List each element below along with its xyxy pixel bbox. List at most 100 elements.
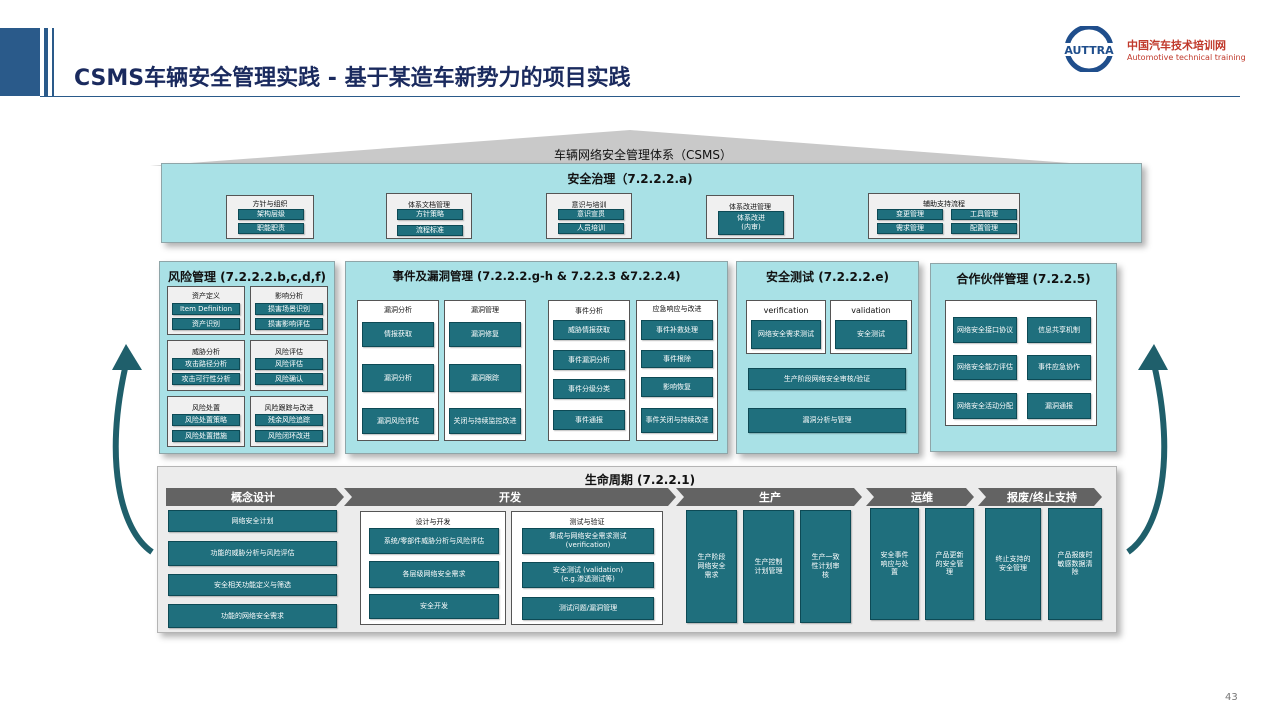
vuln-mgmt-item: 漏洞跟踪 bbox=[449, 364, 521, 392]
event-analysis-item: 事件漏洞分析 bbox=[553, 350, 625, 370]
event-analysis-item: 事件通报 bbox=[553, 410, 625, 430]
header-divider bbox=[40, 96, 1240, 97]
vuln-mgmt-item: 关闭与持续监控改进 bbox=[449, 408, 521, 434]
risk-title: 风险管理 (7.2.2.2.b,c,d,f) bbox=[168, 270, 326, 284]
vuln-analysis-item: 漏洞分析 bbox=[362, 364, 434, 392]
eol-item: 终止支持的安全管理 bbox=[985, 508, 1041, 620]
risk-box-label: 影响分析 bbox=[275, 292, 303, 300]
partner-item: 网络安全能力评估 bbox=[953, 355, 1017, 380]
dev-test-item: 测试问题/漏洞管理 bbox=[522, 597, 654, 620]
risk-item: 风险闭环改进 bbox=[255, 430, 323, 442]
risk-box-label: 威胁分析 bbox=[192, 348, 220, 356]
risk-item: 资产识别 bbox=[172, 318, 240, 330]
vuln-analysis-item: 漏洞风险评估 bbox=[362, 408, 434, 434]
risk-item: 损害场景识别 bbox=[255, 303, 323, 315]
page-number: 43 bbox=[1225, 692, 1238, 703]
dev-test-label: 测试与验证 bbox=[569, 518, 605, 526]
testing-item: 生产阶段网络安全审核/验证 bbox=[748, 368, 906, 390]
gov-docs-label: 体系文档管理 bbox=[408, 201, 450, 209]
production-item: 生产阶段网络安全需求 bbox=[686, 510, 737, 623]
risk-item: 残余风险追踪 bbox=[255, 414, 323, 426]
concept-item: 安全相关功能定义与筛选 bbox=[168, 574, 337, 596]
gov-training-item: 人员培训 bbox=[558, 223, 624, 234]
risk-item: 风险评估 bbox=[255, 358, 323, 370]
dev-design-item: 安全开发 bbox=[369, 594, 499, 619]
org-name-cn: 中国汽车技术培训网 bbox=[1127, 39, 1226, 52]
phase-operation: 运维 bbox=[911, 491, 933, 504]
phase-arrows bbox=[166, 488, 1102, 506]
partner-title: 合作伙伴管理 (7.2.2.5) bbox=[956, 272, 1091, 286]
concept-item: 网络安全计划 bbox=[168, 510, 337, 532]
gov-training-item: 意识宣贯 bbox=[558, 209, 624, 220]
risk-box-label: 风险处置 bbox=[192, 404, 220, 412]
gov-support-item: 需求管理 bbox=[877, 223, 943, 234]
gov-support-item: 工具管理 bbox=[951, 209, 1017, 220]
dev-design-label: 设计与开发 bbox=[415, 518, 451, 526]
response-item: 事件关闭与持续改进 bbox=[641, 408, 713, 433]
gov-training-label: 意识与培训 bbox=[571, 201, 607, 209]
phase-development: 开发 bbox=[499, 491, 521, 504]
risk-box-label: 风险评估 bbox=[275, 348, 303, 356]
header-accent-line-2 bbox=[52, 28, 54, 96]
dev-test-item: 安全测试 (validation) (e.g.渗透测试等) bbox=[522, 562, 654, 588]
operation-item: 安全事件响应与处置 bbox=[870, 508, 919, 620]
risk-item: 风险处置策略 bbox=[172, 414, 240, 426]
header-accent-bar bbox=[0, 28, 40, 96]
production-item: 生产一致性计划审核 bbox=[800, 510, 851, 623]
risk-item: 风险确认 bbox=[255, 373, 323, 385]
gov-policy-item: 职能职责 bbox=[238, 223, 304, 234]
page-title: CSMS车辆安全管理实践 - 基于某造车新势力的项目实践 bbox=[74, 66, 631, 91]
phase-production: 生产 bbox=[759, 491, 781, 504]
dev-test-item: 集成与网络安全需求测试 (verification) bbox=[522, 528, 654, 554]
gov-support-label: 辅助支持流程 bbox=[923, 200, 965, 208]
risk-item: 风险处置措施 bbox=[172, 430, 240, 442]
gov-policy-item: 架构层级 bbox=[238, 209, 304, 220]
verification-label: verification bbox=[763, 306, 809, 315]
gov-improve-label: 体系改进管理 bbox=[729, 203, 771, 211]
event-analysis-item: 事件分级分类 bbox=[553, 379, 625, 399]
risk-item: 攻击路径分析 bbox=[172, 358, 240, 370]
partner-item: 漏洞通报 bbox=[1027, 393, 1091, 419]
testing-item: 漏洞分析与管理 bbox=[748, 408, 906, 433]
concept-item: 功能的威胁分析与风险评估 bbox=[168, 541, 337, 566]
eol-item: 产品报废时敏感数据清除 bbox=[1048, 508, 1102, 620]
concept-item: 功能的网络安全需求 bbox=[168, 604, 337, 628]
partner-item: 网络安全接口协议 bbox=[953, 317, 1017, 343]
production-item: 生产控制计划管理 bbox=[743, 510, 794, 623]
gov-improve-item: 体系改进 (内审) bbox=[718, 211, 784, 235]
vuln-mgmt-item: 漏洞修复 bbox=[449, 322, 521, 347]
cycle-arrow-left-icon bbox=[112, 344, 154, 555]
risk-box-label: 资产定义 bbox=[192, 292, 220, 300]
org-name-en: Automotive technical training bbox=[1127, 53, 1246, 62]
risk-item: 损害影响评估 bbox=[255, 318, 323, 330]
gov-support-item: 配置管理 bbox=[951, 223, 1017, 234]
cycle-arrow-right-icon bbox=[1126, 344, 1168, 555]
logo-text: AUTTRA bbox=[1064, 44, 1114, 57]
dev-design-item: 各层级网络安全需求 bbox=[369, 561, 499, 588]
gov-docs-item: 流程标准 bbox=[397, 225, 463, 236]
phase-end-of-life: 报废/终止支持 bbox=[1006, 491, 1078, 504]
gov-docs-item: 方针策略 bbox=[397, 209, 463, 220]
gov-support-item: 变更管理 bbox=[877, 209, 943, 220]
response-label: 应急响应与改进 bbox=[652, 305, 702, 313]
partner-item: 事件应急协作 bbox=[1027, 355, 1091, 380]
risk-item: Item Definition bbox=[172, 303, 240, 315]
vuln-mgmt-label: 漏洞管理 bbox=[471, 306, 499, 314]
partner-item: 网络安全活动分配 bbox=[953, 393, 1017, 419]
verification-item: 网络安全需求测试 bbox=[751, 320, 821, 349]
response-item: 影响恢复 bbox=[641, 377, 713, 397]
validation-item: 安全测试 bbox=[835, 320, 907, 349]
risk-item: 攻击可行性分析 bbox=[172, 373, 240, 385]
csms-title: 车辆网络安全管理体系（CSMS） bbox=[554, 148, 732, 162]
gov-policy-label: 方针与组织 bbox=[252, 200, 288, 208]
partner-item: 信息共享机制 bbox=[1027, 317, 1091, 343]
incident-title: 事件及漏洞管理 (7.2.2.2.g-h & 7.2.2.3 &7.2.2.4) bbox=[392, 269, 681, 283]
response-item: 事件补救处理 bbox=[641, 320, 713, 340]
vuln-analysis-label: 漏洞分析 bbox=[384, 306, 412, 314]
dev-design-item: 系统/零部件威胁分析与风险评估 bbox=[369, 528, 499, 554]
operation-item: 产品更新的安全管理 bbox=[925, 508, 974, 620]
validation-label: validation bbox=[851, 306, 891, 315]
response-item: 事件根除 bbox=[641, 350, 713, 368]
governance-title: 安全治理（7.2.2.2.a) bbox=[567, 172, 693, 186]
event-analysis-item: 威胁情报获取 bbox=[553, 320, 625, 340]
